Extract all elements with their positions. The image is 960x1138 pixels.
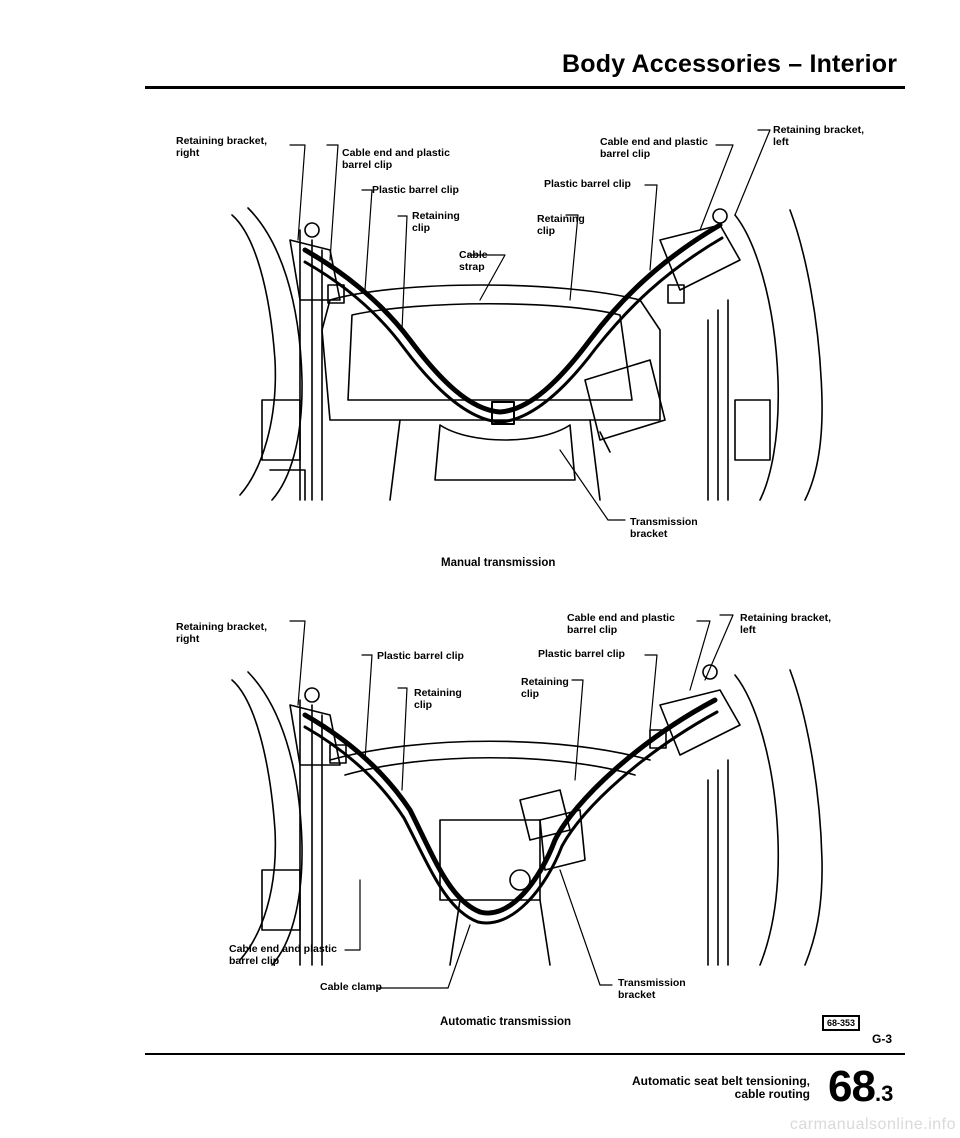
label-cable-end-plastic-barrel-clip-top: Cable end and plastic barrel clip — [567, 612, 675, 636]
label-retaining-bracket-right: Retaining bracket, right — [176, 135, 268, 159]
label-retaining-clip-left: Retaining clip — [414, 687, 462, 711]
label-plastic-barrel-clip-left: Plastic barrel clip — [372, 184, 459, 196]
label-retaining-bracket-left: Retaining bracket, left — [740, 612, 832, 636]
label-transmission-bracket: Transmission bracket — [618, 977, 686, 1001]
footer-rule — [145, 1053, 905, 1055]
page-number: G-3 — [872, 1032, 893, 1046]
figure-number: 68-353 — [822, 1015, 861, 1031]
label-transmission-bracket: Transmission bracket — [630, 516, 698, 540]
section-number: 68.3 — [828, 1062, 894, 1111]
label-plastic-barrel-clip-left: Plastic barrel clip — [377, 650, 464, 662]
label-cable-end-plastic-barrel-clip-left: Cable end and plastic barrel clip — [342, 147, 450, 171]
watermark: carmanualsonline.info — [789, 1116, 956, 1133]
label-cable-end-plastic-barrel-clip-bottom: Cable end and plastic barrel clip — [229, 943, 337, 967]
label-cable-end-plastic-barrel-clip-right: Cable end and plastic barrel clip — [600, 136, 708, 160]
label-retaining-bracket-left: Retaining bracket, left — [773, 124, 865, 148]
label-retaining-clip-right: Retaining clip — [537, 213, 585, 237]
label-retaining-clip-left: Retaining clip — [412, 210, 460, 234]
manual-transmission-drawing — [231, 207, 823, 501]
footer-subject: Automatic seat belt tensioning, cable ro… — [631, 1074, 810, 1101]
automatic-transmission-drawing — [231, 664, 823, 966]
label-retaining-bracket-right: Retaining bracket, right — [176, 621, 268, 645]
figure1-caption: Manual transmission — [441, 557, 556, 569]
figure2-caption: Automatic transmission — [440, 1016, 571, 1028]
label-plastic-barrel-clip-right: Plastic barrel clip — [538, 648, 625, 660]
label-plastic-barrel-clip-right: Plastic barrel clip — [544, 178, 631, 190]
label-cable-strap: Cable strap — [459, 249, 488, 273]
page-title: Body Accessories – Interior — [562, 50, 898, 78]
header-rule — [145, 86, 905, 89]
label-cable-clamp: Cable clamp — [320, 981, 382, 993]
label-retaining-clip-right: Retaining clip — [521, 676, 569, 700]
